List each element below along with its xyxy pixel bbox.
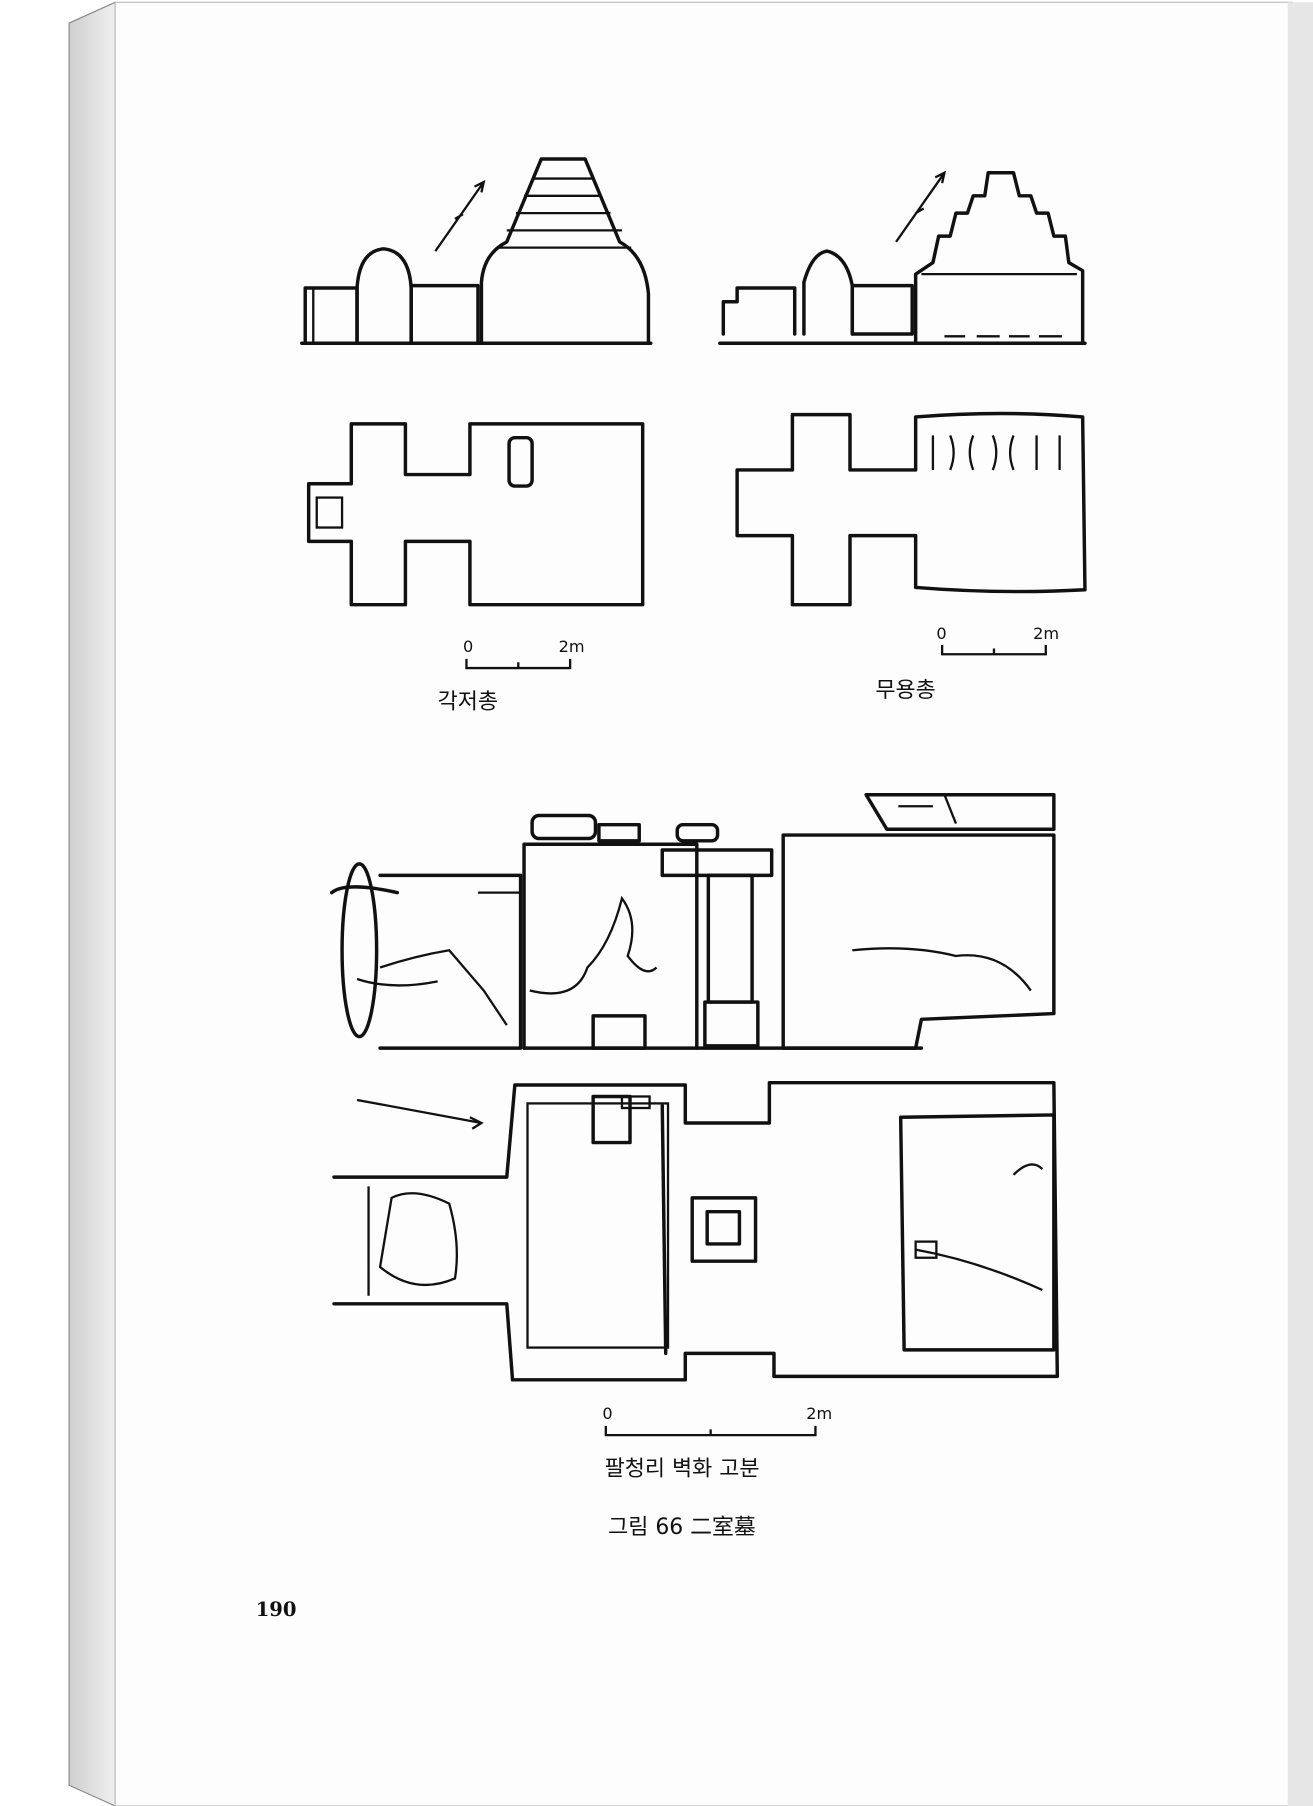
- svg-text:0: 0: [602, 1404, 612, 1423]
- muyongchong-elevation-drawing: [718, 170, 1087, 345]
- gakjeochong-label: 각저총: [438, 689, 498, 714]
- muyongchong-label: 무용총: [875, 678, 935, 703]
- svg-text:0: 0: [463, 637, 473, 656]
- muyongchong-scale-bar: 0 2m: [936, 624, 1059, 656]
- svg-text:2m: 2m: [559, 637, 585, 656]
- palcheongri-plan-drawing: [332, 1080, 1060, 1382]
- muyongchong-plan-drawing: [735, 411, 1087, 607]
- palcheongri-elevation-drawing: [329, 793, 1056, 1050]
- book-spine: [68, 1, 116, 1806]
- svg-text:2m: 2m: [806, 1404, 832, 1423]
- svg-text:0: 0: [936, 624, 946, 643]
- palcheongri-label: 팔청리 벽화 고분: [605, 1456, 760, 1481]
- page-surface: [114, 1, 1293, 1806]
- page-number: 190: [256, 1598, 297, 1621]
- gakjeochong-scale-bar: 0 2m: [463, 637, 585, 670]
- svg-text:2m: 2m: [1033, 624, 1059, 643]
- figure-caption: 그림 66 二室墓: [608, 1515, 756, 1540]
- gakjeochong-plan-drawing: [306, 422, 645, 607]
- palcheongri-scale-bar: 0 2m: [602, 1404, 832, 1437]
- gakjeochong-elevation-drawing: [300, 157, 653, 345]
